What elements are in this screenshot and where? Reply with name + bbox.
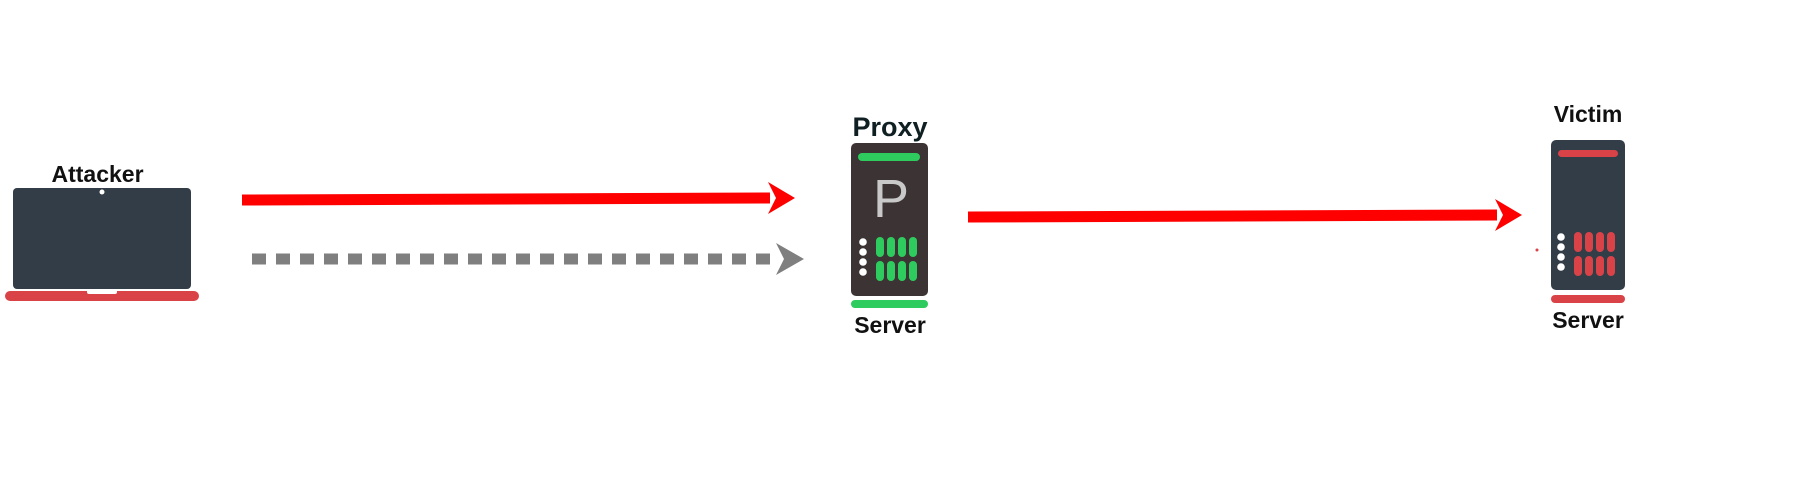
laptop-screen	[13, 188, 191, 289]
laptop-base	[5, 291, 199, 301]
attacker-label: Attacker	[51, 161, 144, 187]
proxy-caption: Server	[854, 312, 926, 338]
proxy-indicator-dots	[859, 238, 867, 276]
victim-top-bar	[1558, 150, 1618, 157]
attack-arrow-to-proxy	[241, 182, 795, 214]
response-arrow-dotted	[252, 243, 804, 275]
victim-led-grid	[1574, 232, 1615, 276]
proxy-led-grid	[876, 237, 917, 281]
proxy-server-body	[851, 143, 928, 296]
stray-dot	[1535, 248, 1539, 252]
victim-caption: Server	[1552, 307, 1624, 333]
proxy-badge: P	[873, 169, 909, 229]
victim-indicator-dots	[1557, 233, 1565, 271]
attack-arrow-to-victim	[967, 199, 1522, 231]
proxy-top-bar	[858, 153, 920, 161]
laptop-notch	[87, 289, 117, 294]
laptop-icon	[5, 188, 199, 301]
laptop-camera	[99, 189, 105, 195]
proxy-base-bar	[851, 300, 928, 308]
victim-base-bar	[1551, 295, 1625, 303]
victim-title: Victim	[1553, 101, 1623, 127]
victim-server-body	[1551, 140, 1625, 290]
victim-server-icon	[1551, 140, 1625, 303]
proxy-server-icon: P	[851, 143, 928, 308]
proxy-title: Proxy	[852, 112, 928, 142]
